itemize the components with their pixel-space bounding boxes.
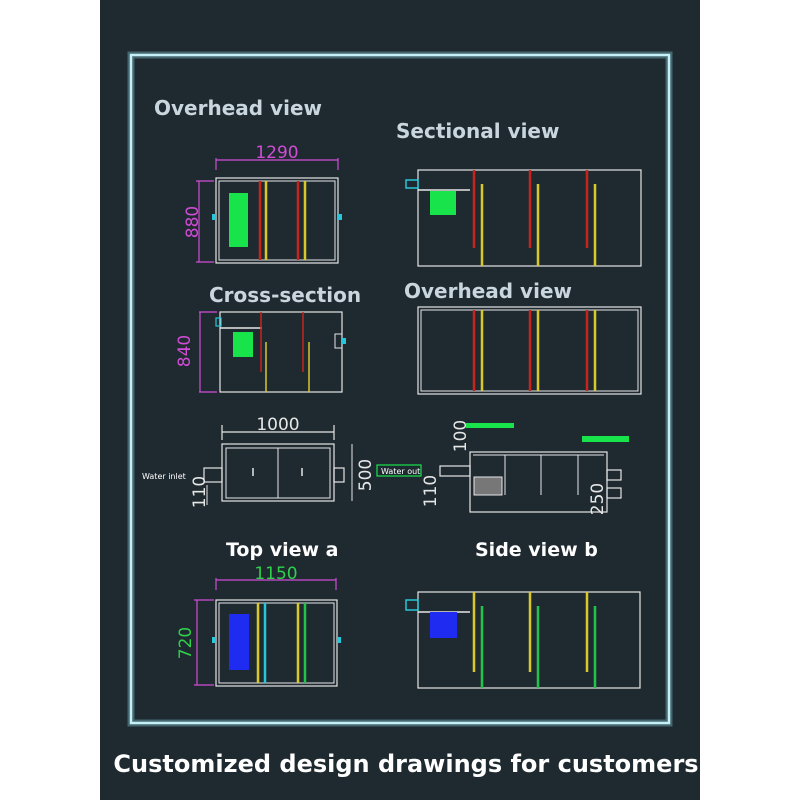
overhead-green-block	[229, 193, 248, 247]
label-water-out: Water out	[381, 467, 420, 476]
label-cross-section: Cross-section	[209, 283, 361, 307]
dim-front-width: 1000	[256, 415, 299, 435]
frame-glow	[127, 51, 673, 727]
side-view-blue-block	[430, 612, 457, 638]
sectional-view-drawing	[405, 169, 642, 267]
caption: Customized design drawings for customers	[113, 750, 698, 778]
cross-section-drawing: 840	[175, 311, 346, 393]
dim-front-inlet-height: 110	[190, 476, 210, 508]
dim-top-height: 720	[176, 627, 196, 659]
side-elevation-drawing: 100 Water out 110 250	[376, 420, 629, 515]
dim-top-width: 1150	[254, 564, 297, 584]
label-sectional-view: Sectional view	[396, 119, 559, 143]
drawing-panel	[100, 0, 700, 800]
label-top-view-a: Top view a	[226, 539, 338, 561]
label-side-view-b: Side view b	[475, 539, 598, 561]
sectional-green-block	[430, 191, 456, 215]
top-view-blue-block	[229, 614, 249, 670]
dim-overhead-width: 1290	[255, 143, 298, 163]
side-view-b-drawing	[405, 591, 641, 689]
dim-side-top: 100	[451, 420, 471, 452]
dim-overhead-height: 880	[183, 206, 203, 238]
dim-side-inlet-height: 110	[421, 475, 441, 507]
filter-media	[473, 476, 503, 496]
label-overhead-view-2: Overhead view	[404, 279, 572, 303]
dim-front-height: 500	[356, 459, 376, 491]
front-elevation-drawing: 1000 110 500 Water inlet	[142, 415, 376, 508]
label-overhead-view-1: Overhead view	[154, 96, 322, 120]
frame	[129, 53, 671, 725]
overhead-view-2-drawing	[417, 306, 642, 395]
dim-side-outlet-height: 250	[588, 483, 608, 515]
overhead-view-drawing: 1290 880	[183, 143, 342, 264]
label-water-inlet: Water inlet	[142, 472, 186, 481]
dim-cross-height: 840	[175, 335, 195, 367]
top-view-a-drawing: 1150 720	[176, 564, 341, 687]
cross-green-block	[233, 332, 253, 357]
